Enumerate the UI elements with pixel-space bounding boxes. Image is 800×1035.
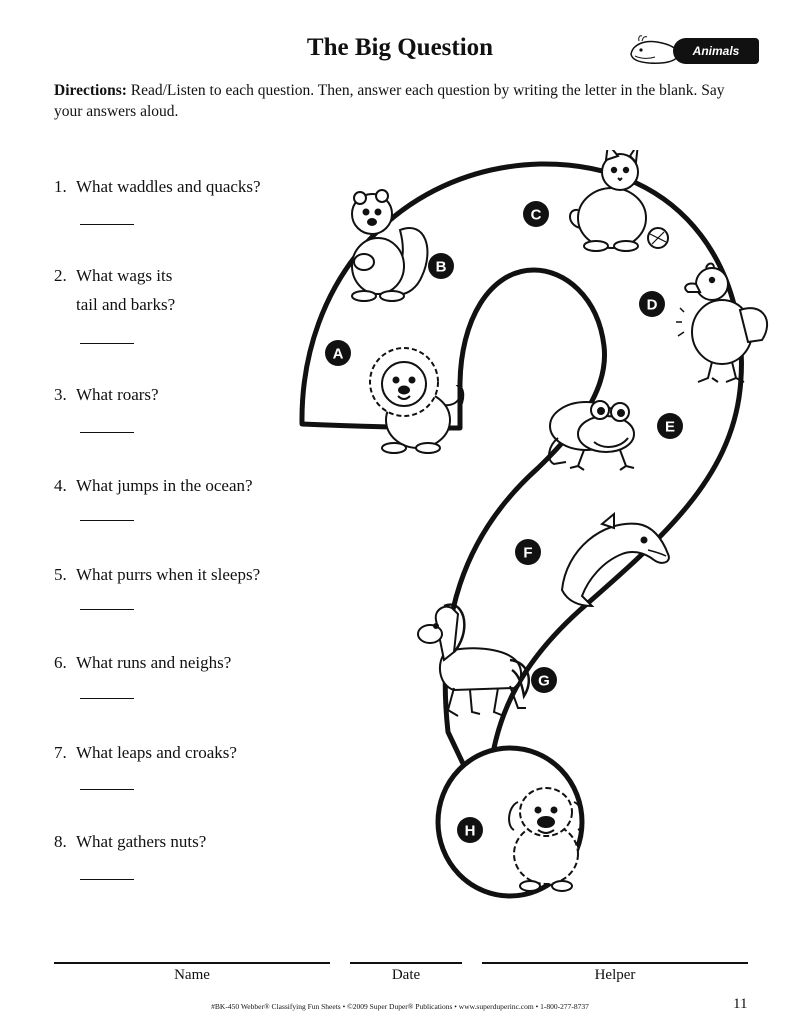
date-label: Date [391, 967, 421, 983]
dolphin-icon [560, 511, 670, 608]
helper-line[interactable] [482, 962, 748, 964]
name-label: Name [174, 967, 210, 983]
question-text: What waddles and quacks? [76, 177, 261, 196]
letter-marker-c: C [523, 201, 549, 227]
question-number: 5. [54, 565, 67, 584]
directions-lead: Directions: [54, 82, 127, 99]
answer-blank-1[interactable] [80, 224, 134, 225]
page-number: 11 [733, 996, 748, 1012]
dog-icon [508, 787, 584, 892]
answer-blank-3[interactable] [80, 432, 134, 433]
horse-icon [417, 603, 530, 717]
name-line[interactable] [54, 962, 330, 964]
question-text: What gathers nuts? [76, 832, 207, 851]
question-2: 2. What wags its tail and barks? [54, 261, 175, 319]
publisher-footer: #BK-450 Webber® Classifying Fun Sheets •… [211, 1002, 589, 1011]
letter-a: A [333, 346, 344, 363]
answer-blank-6[interactable] [80, 698, 134, 699]
letter-marker-f: F [515, 539, 541, 565]
question-text: What runs and neighs? [76, 653, 232, 672]
answer-blank-8[interactable] [80, 879, 134, 880]
badge-label: Animals [692, 44, 740, 58]
question-text: What purrs when it sleeps? [76, 565, 261, 584]
question-8: 8. What gathers nuts? [54, 827, 206, 856]
page-title: The Big Question [306, 34, 494, 61]
question-7: 7. What leaps and croaks? [54, 738, 237, 767]
letter-d: D [647, 297, 658, 314]
squirrel-icon [351, 189, 429, 302]
question-mark-artwork: A B C D E F G H [299, 150, 768, 899]
duck-icon [676, 262, 768, 383]
question-4: 4. What jumps in the ocean? [54, 471, 253, 500]
directions-text: Read/Listen to each question. Then, answ… [54, 82, 725, 120]
letter-marker-e: E [657, 413, 683, 439]
question-text: What roars? [76, 385, 159, 404]
question-number: 2. [54, 266, 67, 285]
question-number: 4. [54, 476, 67, 495]
directions: Directions: Read/Listen to each question… [54, 80, 754, 122]
letter-g: G [538, 673, 550, 690]
question-text: What wags its [76, 266, 173, 285]
letter-f: F [523, 545, 532, 562]
letter-c: C [531, 207, 542, 224]
letter-marker-b: B [428, 253, 454, 279]
question-number: 7. [54, 743, 67, 762]
letter-marker-g: G [531, 667, 557, 693]
badge-pill [673, 38, 759, 64]
question-3: 3. What roars? [54, 380, 159, 409]
letter-marker-h: H [457, 817, 483, 843]
question-text: What leaps and croaks? [76, 743, 237, 762]
question-number: 6. [54, 653, 67, 672]
frog-icon [548, 400, 635, 471]
letter-marker-d: D [639, 291, 665, 317]
lion-icon [369, 347, 465, 454]
cat-icon [569, 150, 669, 252]
question-text-line2: tail and barks? [76, 295, 176, 314]
letter-e: E [665, 419, 675, 436]
answer-blank-4[interactable] [80, 520, 134, 521]
question-number: 8. [54, 832, 67, 851]
answer-blank-5[interactable] [80, 609, 134, 610]
question-1: 1. What waddles and quacks? [54, 172, 261, 201]
question-5: 5. What purrs when it sleeps? [54, 560, 260, 589]
helper-label: Helper [594, 967, 636, 983]
letter-h: H [465, 823, 476, 840]
letter-marker-a: A [325, 340, 351, 366]
question-number: 1. [54, 177, 67, 196]
question-6: 6. What runs and neighs? [54, 648, 231, 677]
letter-b: B [436, 259, 447, 276]
answer-blank-7[interactable] [80, 789, 134, 790]
question-number: 3. [54, 385, 67, 404]
question-text: What jumps in the ocean? [76, 476, 253, 495]
date-line[interactable] [350, 962, 462, 964]
answer-blank-2[interactable] [80, 343, 134, 344]
category-badge: Animals [627, 32, 759, 68]
